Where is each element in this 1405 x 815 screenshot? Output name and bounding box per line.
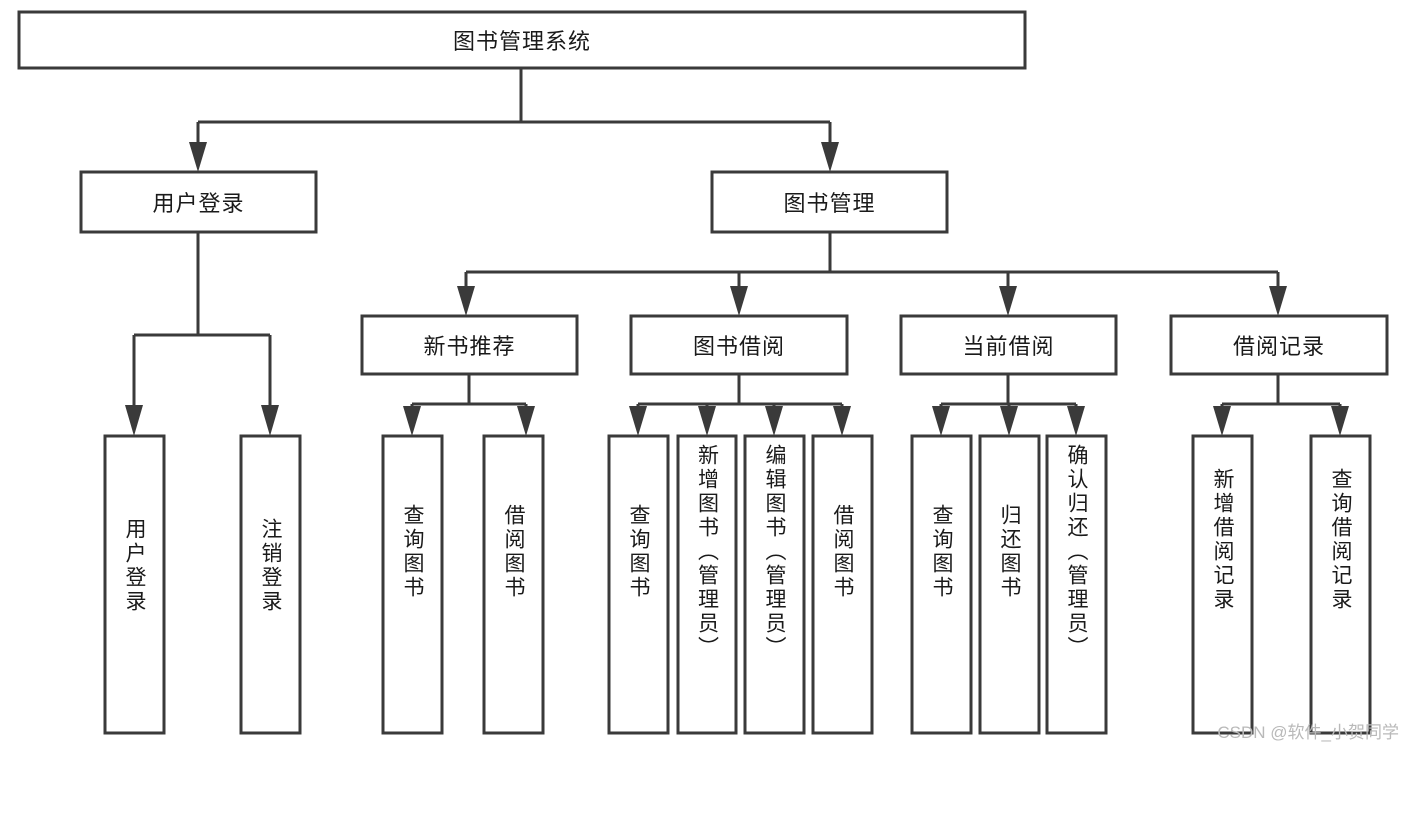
node-box-leaf-add-record[interactable] (1191, 434, 1254, 735)
connector-group-book-borrow (629, 375, 851, 436)
connector-group-root (189, 68, 839, 172)
node-box-leaf-borrow-book-1[interactable] (482, 434, 545, 735)
connector-group-borrow-record (1213, 375, 1349, 436)
arrow-head-leaf-query-book-1 (403, 406, 421, 436)
node-box-leaf-query-record[interactable] (1309, 434, 1372, 735)
connector-group-user-login (125, 232, 279, 436)
node-box-root[interactable] (17, 10, 1027, 70)
node-box-leaf-return-book[interactable] (978, 434, 1041, 735)
diagram-canvas (17, 10, 1389, 735)
arrow-head-leaf-user-login (125, 405, 143, 436)
arrow-head-leaf-query-book-2 (629, 406, 647, 436)
node-box-leaf-confirm-return[interactable] (1045, 434, 1108, 735)
arrow-head-new-book-recommend (457, 286, 475, 316)
node-box-leaf-query-book-2[interactable] (607, 434, 670, 735)
arrow-head-leaf-add-book (698, 406, 716, 436)
node-box-leaf-edit-book[interactable] (743, 434, 806, 735)
arrow-head-book-management (821, 142, 839, 172)
arrow-head-borrow-record (1269, 286, 1287, 316)
functional-structure-diagram: 图书管理系统 用户登录 图书管理 新书推荐 图书借阅 当前借阅 借阅记录 用户登… (17, 10, 1399, 742)
arrow-head-leaf-add-record (1213, 406, 1231, 436)
node-box-user-login[interactable] (79, 170, 318, 234)
node-box-leaf-borrow-book-2[interactable] (811, 434, 874, 735)
arrow-head-leaf-query-book-3 (932, 406, 950, 436)
connector-group-current-borrow (932, 375, 1085, 436)
node-box-book-borrow[interactable] (629, 314, 849, 376)
arrow-head-current-borrow (999, 286, 1017, 316)
node-box-borrow-record[interactable] (1169, 314, 1389, 376)
arrow-head-user-login (189, 142, 207, 172)
arrow-head-leaf-borrow-book-2 (833, 406, 851, 436)
arrow-head-leaf-return-book (1000, 406, 1018, 436)
node-box-current-borrow[interactable] (899, 314, 1118, 376)
arrow-head-book-borrow (730, 286, 748, 316)
connector-group-new-book-recommend (403, 374, 535, 436)
node-box-leaf-logout-login[interactable] (239, 434, 302, 735)
node-box-new-book-recommend[interactable] (360, 314, 579, 376)
node-box-leaf-add-book[interactable] (676, 434, 738, 735)
arrow-head-leaf-edit-book (765, 406, 783, 436)
arrow-head-leaf-logout-login (261, 405, 279, 436)
arrow-head-leaf-query-record (1331, 406, 1349, 436)
arrow-head-leaf-confirm-return (1067, 406, 1085, 436)
node-box-book-management[interactable] (710, 170, 949, 234)
arrow-head-leaf-borrow-book-1 (517, 406, 535, 436)
node-box-leaf-query-book-1[interactable] (381, 434, 444, 735)
connector-group-book-management (457, 232, 1287, 316)
node-box-leaf-query-book-3[interactable] (910, 434, 973, 735)
node-box-leaf-user-login[interactable] (103, 434, 166, 735)
